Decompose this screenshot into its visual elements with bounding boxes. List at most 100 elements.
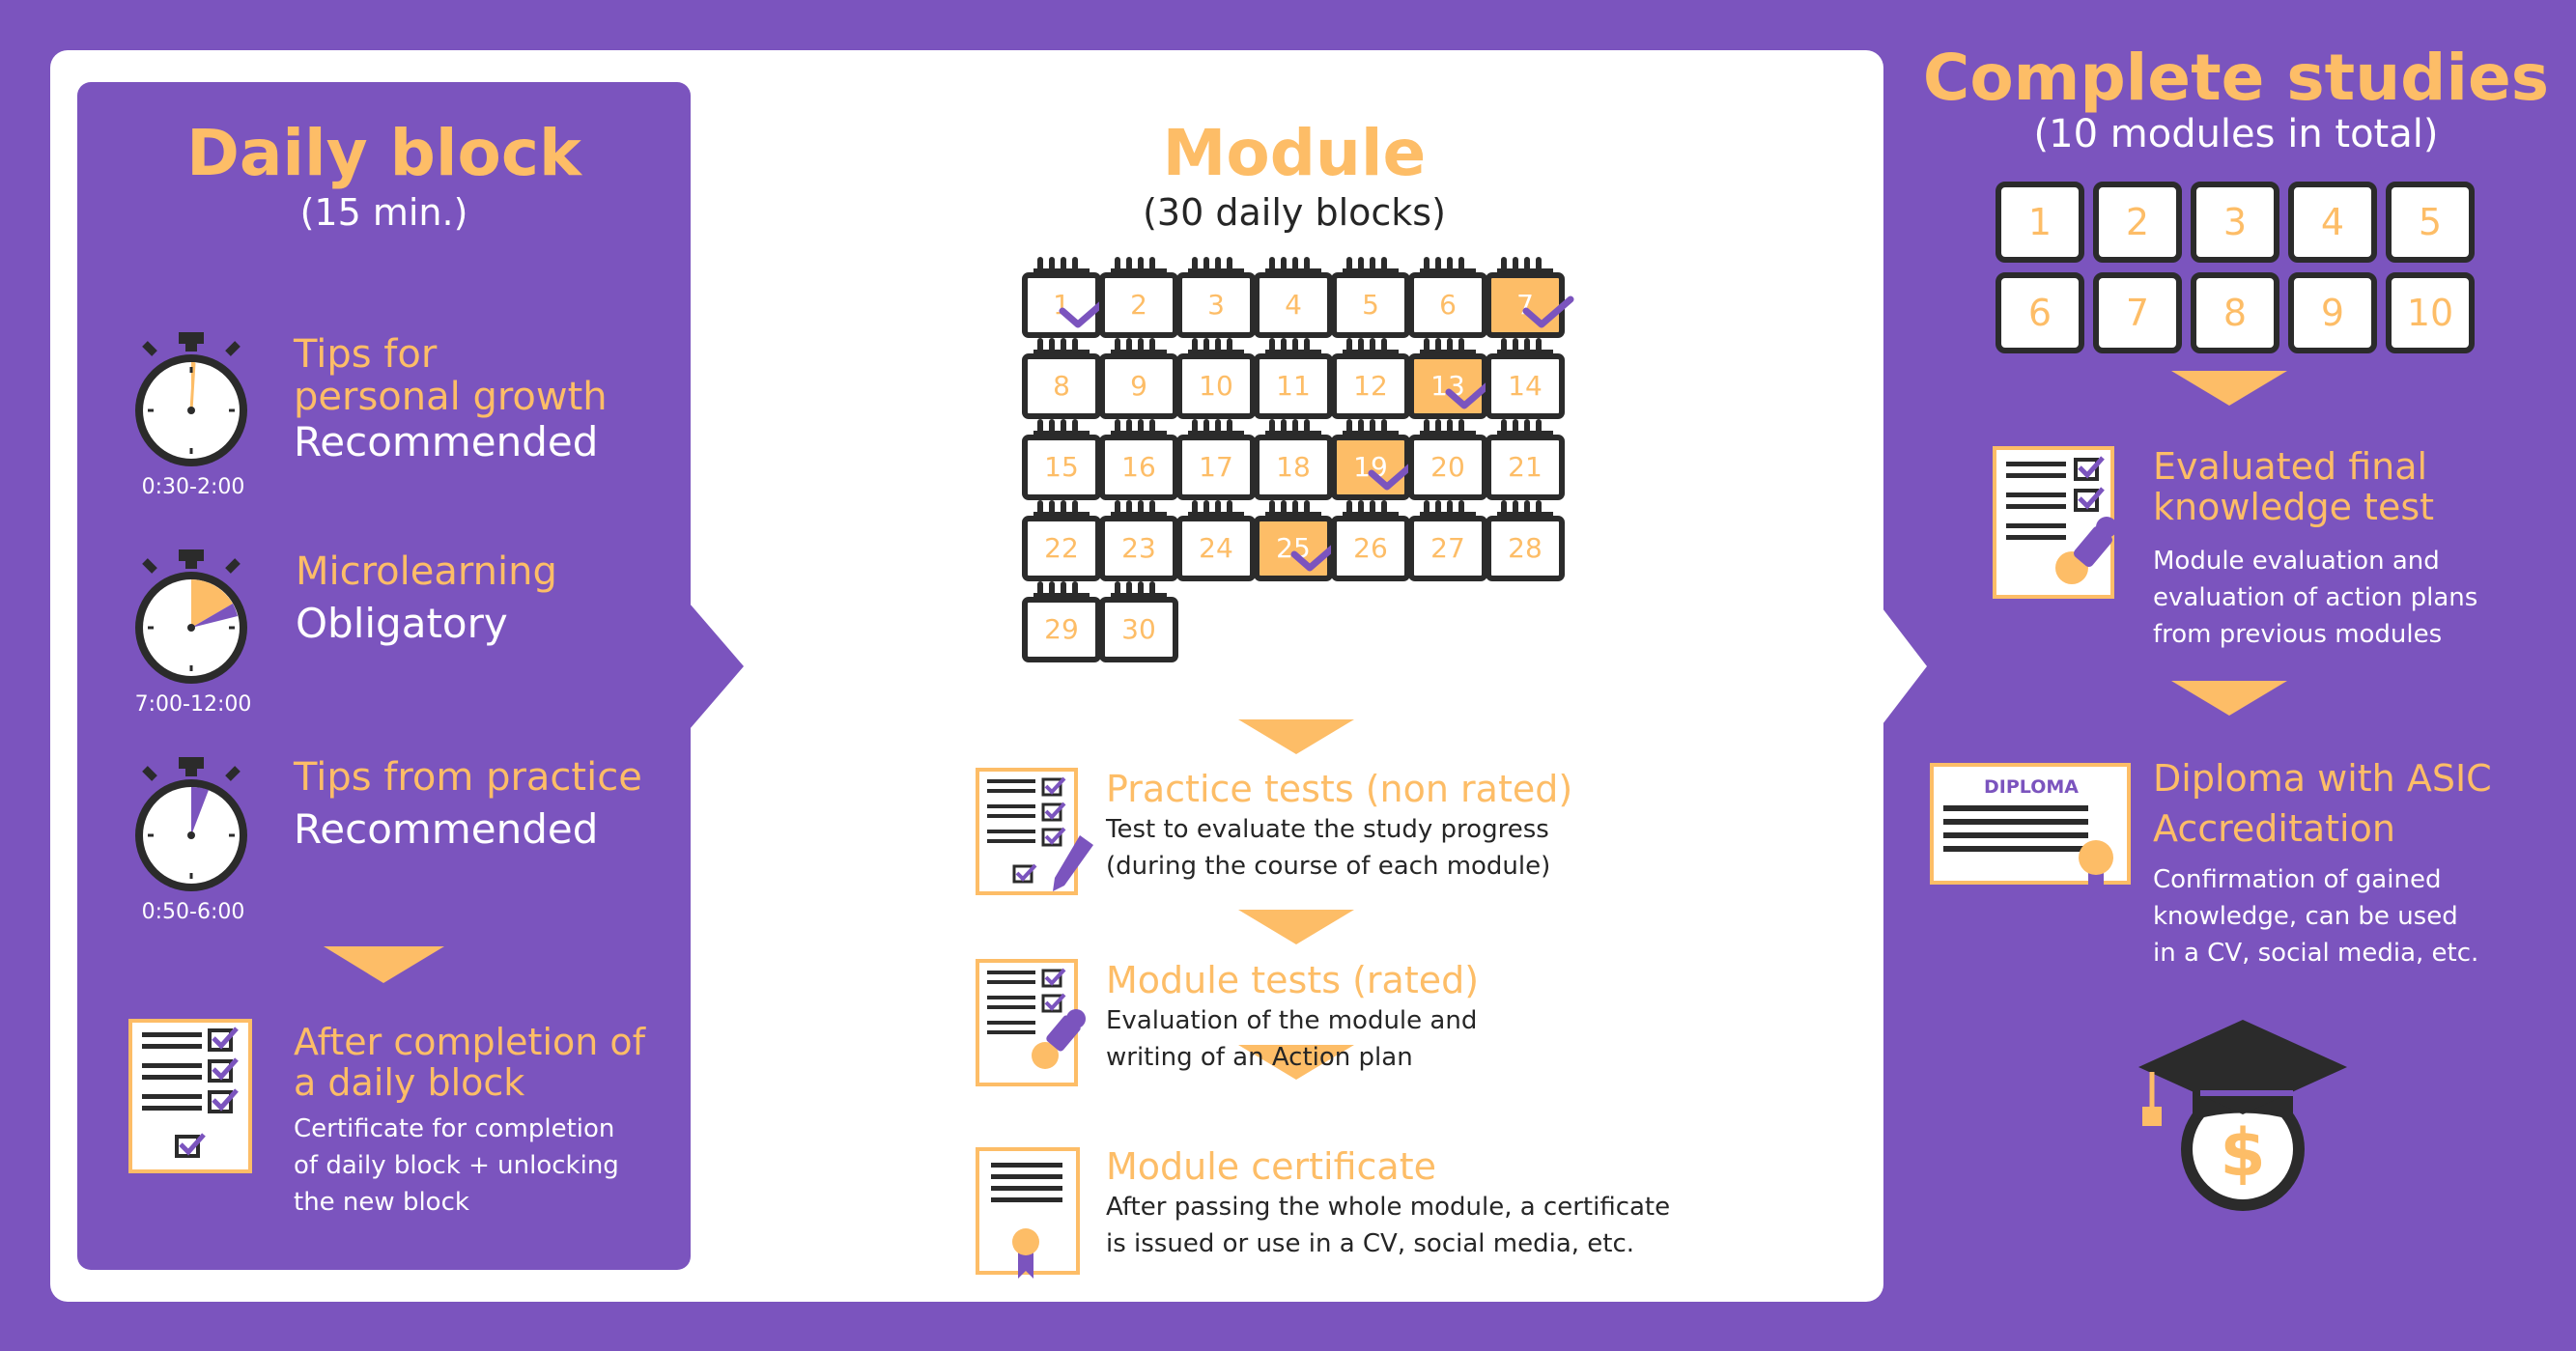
calendar-day-number: 21 bbox=[1508, 451, 1543, 483]
diploma-heading: Diploma with ASIC Accreditation bbox=[2153, 757, 2492, 850]
module-number-box: 8 bbox=[2191, 272, 2279, 353]
checkmark-icon bbox=[1522, 296, 1574, 328]
module-number-box: 6 bbox=[1996, 272, 2084, 353]
calendar-day: 24 bbox=[1176, 500, 1256, 581]
checkmark-icon bbox=[1059, 296, 1111, 328]
daily-block-subtitle: (15 min.) bbox=[299, 191, 468, 234]
calendar-day-number: 15 bbox=[1044, 451, 1079, 483]
graduation-cap-icon bbox=[2138, 1020, 2347, 1211]
calendar-day-number: 24 bbox=[1199, 532, 1233, 564]
diploma-description: Confirmation of gained knowledge, can be… bbox=[2153, 865, 2479, 968]
calendar-day-number: 22 bbox=[1044, 532, 1079, 564]
step-description: Test to evaluate the study progress (dur… bbox=[1106, 815, 1551, 881]
step-heading: Module certificate bbox=[1106, 1145, 1436, 1188]
item-heading: Microlearning bbox=[296, 549, 557, 594]
calendar-day: 25 bbox=[1254, 500, 1343, 581]
calendar-day: 13 bbox=[1408, 338, 1497, 419]
calendar-day-number: 10 bbox=[1199, 370, 1233, 402]
calendar-day: 12 bbox=[1331, 338, 1410, 419]
after-completion-heading: After completion of a daily block bbox=[294, 1021, 646, 1104]
module-number-box: 1 bbox=[1996, 182, 2084, 263]
calendar-day: 26 bbox=[1331, 500, 1410, 581]
calendar-day: 20 bbox=[1408, 419, 1487, 500]
calendar-day-number: 6 bbox=[1439, 289, 1457, 321]
down-arrow-icon bbox=[2171, 681, 2287, 716]
module-number-box: 4 bbox=[2288, 182, 2377, 263]
calendar-day: 5 bbox=[1331, 257, 1410, 338]
calendar-day-number: 18 bbox=[1276, 451, 1311, 483]
time-range: 0:50-6:00 bbox=[141, 900, 245, 924]
final-test-heading: Evaluated final knowledge test bbox=[2153, 445, 2435, 528]
calendar-day-number: 11 bbox=[1276, 370, 1311, 402]
item-heading: Tips from practice bbox=[294, 755, 642, 800]
diploma-label: DIPLOMA bbox=[1984, 776, 2079, 798]
calendar-day: 14 bbox=[1486, 338, 1565, 419]
down-arrow-icon bbox=[1238, 910, 1354, 944]
calendar-day-number: 9 bbox=[1130, 370, 1147, 402]
calendar-day-number: 3 bbox=[1207, 289, 1225, 321]
after-completion-description: Certificate for completion of daily bloc… bbox=[294, 1114, 619, 1217]
calendar-day-number: 26 bbox=[1353, 532, 1388, 564]
final-test-description: Module evaluation and evaluation of acti… bbox=[2153, 547, 2478, 649]
calendar-day: 22 bbox=[1022, 500, 1101, 581]
calendar-day-number: 29 bbox=[1044, 613, 1079, 645]
stopwatch-icon bbox=[135, 332, 247, 466]
down-arrow-icon bbox=[2171, 371, 2287, 406]
checkmark-icon bbox=[1445, 377, 1497, 409]
checkmark-icon bbox=[1290, 539, 1343, 572]
calendar-day: 17 bbox=[1176, 419, 1256, 500]
diploma-icon bbox=[1930, 763, 2131, 900]
calendar-day: 15 bbox=[1022, 419, 1101, 500]
calendar-day: 4 bbox=[1254, 257, 1333, 338]
calendar-day: 28 bbox=[1486, 500, 1565, 581]
module-subtitle: (30 daily blocks) bbox=[1143, 191, 1446, 234]
calendar-day: 9 bbox=[1099, 338, 1178, 419]
calendar-day-number: 14 bbox=[1508, 370, 1543, 402]
module-number-box: 10 bbox=[2386, 272, 2475, 353]
calendar-day: 1 bbox=[1022, 257, 1111, 338]
module-number-box: 3 bbox=[2191, 182, 2279, 263]
stopwatch-icon bbox=[135, 757, 247, 891]
certificate-icon bbox=[976, 1147, 1080, 1279]
calendar-day-number: 5 bbox=[1362, 289, 1379, 321]
module-number-box: 9 bbox=[2288, 272, 2377, 353]
calendar-day: 19 bbox=[1331, 419, 1420, 500]
calendar-day-number: 23 bbox=[1121, 532, 1156, 564]
left-panel-arrow bbox=[690, 604, 744, 729]
calendar-day: 29 bbox=[1022, 581, 1101, 662]
step-heading: Practice tests (non rated) bbox=[1106, 768, 1573, 810]
item-status: Obligatory bbox=[296, 600, 508, 647]
down-arrow-icon bbox=[324, 946, 444, 983]
calendar-day-number: 27 bbox=[1430, 532, 1465, 564]
complete-studies-title: Complete studies bbox=[1922, 41, 2550, 115]
calendar-day-number: 17 bbox=[1199, 451, 1233, 483]
checkmark-icon bbox=[1368, 458, 1420, 491]
calendar-day-number: 2 bbox=[1130, 289, 1147, 321]
step-description: Evaluation of the module and writing of … bbox=[1106, 1006, 1478, 1072]
item-heading: Tips for personal growth bbox=[294, 332, 608, 419]
stopwatch-icon bbox=[135, 549, 247, 684]
calendar-day-number: 20 bbox=[1430, 451, 1465, 483]
calendar-day: 7 bbox=[1486, 257, 1574, 338]
calendar-day: 3 bbox=[1176, 257, 1256, 338]
item-status: Recommended bbox=[294, 805, 599, 853]
step-heading: Module tests (rated) bbox=[1106, 959, 1480, 1001]
practice-test-icon bbox=[976, 768, 1093, 895]
calendar-day-number: 19 bbox=[1353, 451, 1388, 483]
dollar-coin-symbol: $ bbox=[2220, 1115, 2266, 1192]
final-test-icon bbox=[1993, 446, 2117, 599]
module-title: Module bbox=[1162, 116, 1427, 190]
module-number-box: 2 bbox=[2093, 182, 2182, 263]
calendar-day: 8 bbox=[1022, 338, 1101, 419]
time-range: 7:00-12:00 bbox=[134, 692, 252, 717]
calendar-day-number: 30 bbox=[1121, 613, 1156, 645]
step-description: After passing the whole module, a certif… bbox=[1106, 1193, 1671, 1258]
down-arrow-icon bbox=[1238, 719, 1354, 754]
module-number-box: 5 bbox=[2386, 182, 2475, 263]
calendar-day-number: 28 bbox=[1508, 532, 1543, 564]
down-arrow-icon bbox=[1238, 1045, 1354, 1080]
calendar-day-number: 4 bbox=[1285, 289, 1302, 321]
calendar-day: 10 bbox=[1176, 338, 1256, 419]
